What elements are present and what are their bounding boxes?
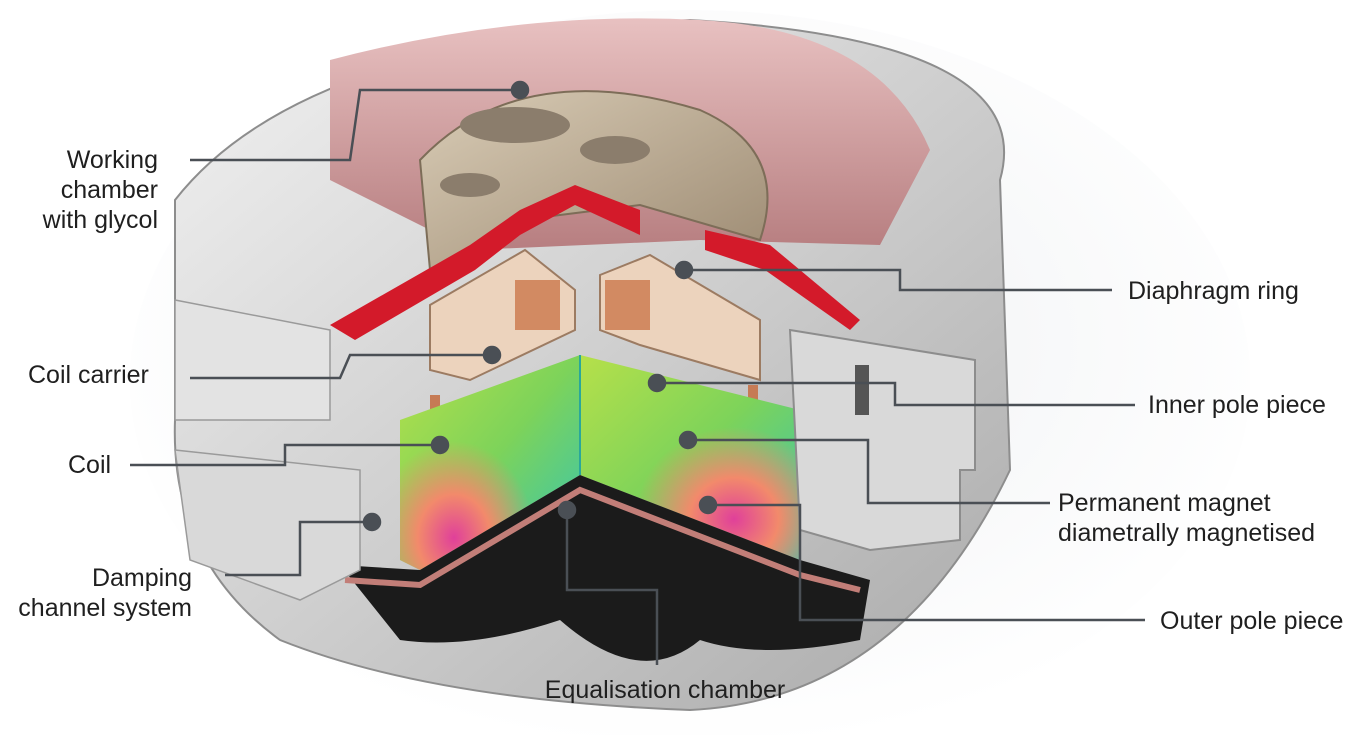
label-damping-channel: Damping channel system <box>18 564 192 622</box>
label-inner-pole-piece: Inner pole piece <box>1148 391 1326 419</box>
leader-working-chamber <box>190 88 520 162</box>
leader-magnet <box>688 438 1050 505</box>
leader-diaphragm <box>684 268 1112 292</box>
leader-inner-pole <box>657 381 1135 407</box>
leader-dot-magnet <box>678 430 698 450</box>
leader-damping <box>225 520 372 577</box>
label-equalisation-chamber: Equalisation chamber <box>544 676 786 704</box>
leader-coil-carrier <box>190 353 492 380</box>
leader-dot-coil <box>430 435 450 455</box>
label-coil-carrier: Coil carrier <box>28 361 149 389</box>
leader-dot-inner <box>647 373 667 393</box>
leader-dot-damping <box>362 512 382 532</box>
leader-dot-diaphragm <box>674 260 694 280</box>
leader-dot-carrier <box>482 345 502 365</box>
label-working-chamber: Working chamber with glycol <box>42 146 158 234</box>
leader-equalisation <box>565 510 659 665</box>
label-permanent-magnet: Permanent magnet diametrally magnetised <box>1058 489 1316 547</box>
leader-lines <box>130 80 1145 665</box>
label-outer-pole-piece: Outer pole piece <box>1160 607 1344 635</box>
label-coil: Coil <box>68 451 112 479</box>
label-diaphragm-ring: Diaphragm ring <box>1128 277 1299 305</box>
leader-dot-working <box>510 80 530 100</box>
leader-dot-outer <box>698 495 718 515</box>
leader-dot-equal <box>557 500 577 520</box>
leader-coil <box>130 443 440 467</box>
leader-outer-pole <box>708 503 1145 622</box>
